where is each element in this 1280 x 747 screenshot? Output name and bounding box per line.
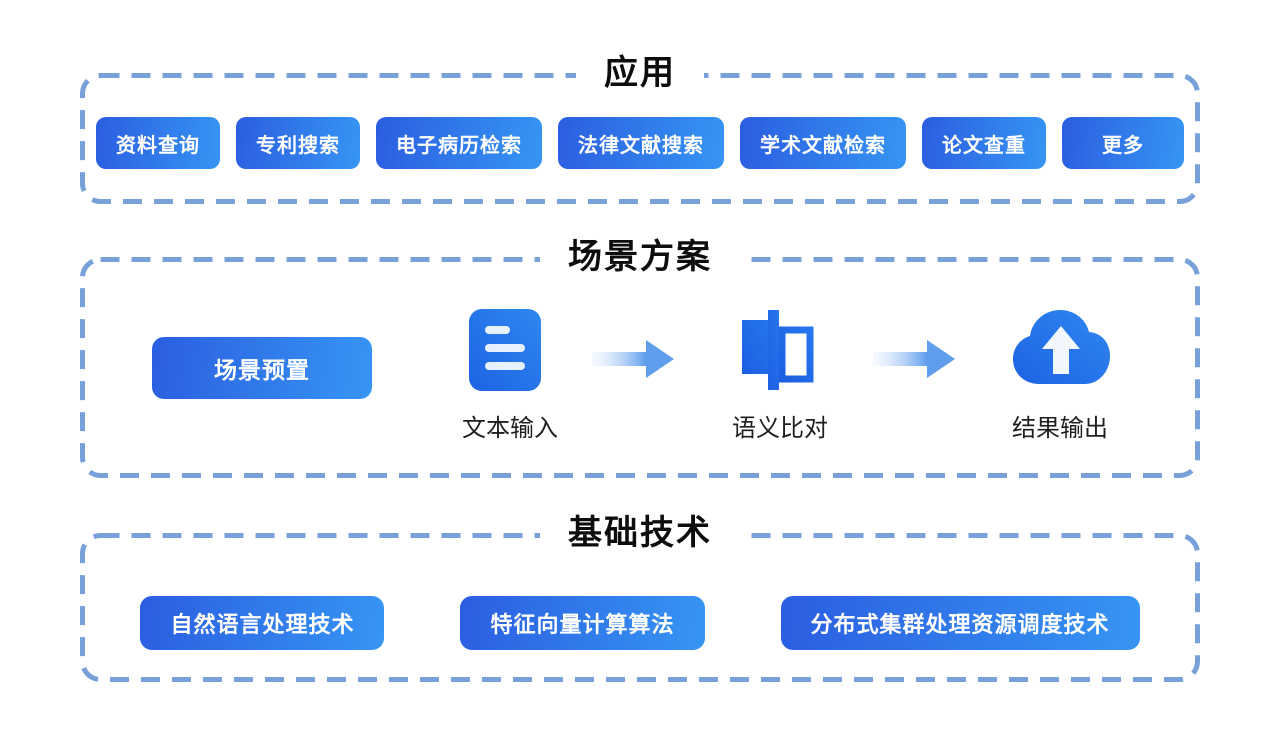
cloud-upload-icon [1013,310,1110,384]
tech-button-feature-vector[interactable]: 特征向量计算算法 [460,596,705,650]
step-label-result-output: 结果输出 [1012,415,1108,442]
section-technology: 基础技术 自然语言处理技术 特征向量计算算法 分布式集群处理资源调度技术 [80,510,1200,682]
app-button-academic-doc-retrieval[interactable]: 学术文献检索 [740,117,906,169]
step-label-text-input: 文本输入 [462,415,558,442]
app-button-legal-doc-search[interactable]: 法律文献搜索 [558,117,724,169]
flow-arrow-icon [873,340,955,378]
scene-preset-button[interactable]: 场景预置 [152,337,372,399]
section-title-scenario: 场景方案 [540,234,740,280]
technology-buttons-row: 自然语言处理技术 特征向量计算算法 分布式集群处理资源调度技术 [80,596,1200,650]
step-label-semantic-compare: 语义比对 [732,415,828,442]
section-application: 应用 资料查询 专利搜索 电子病历检索 法律文献搜索 学术文献检索 论文查重 更… [80,50,1200,204]
app-button-more[interactable]: 更多 [1062,117,1184,169]
app-button-emr-retrieval[interactable]: 电子病历检索 [376,117,542,169]
application-buttons-row: 资料查询 专利搜索 电子病历检索 法律文献搜索 学术文献检索 论文查重 更多 [80,117,1200,169]
section-scenario: 场景方案 场景预置 [80,234,1200,478]
app-button-patent-search[interactable]: 专利搜索 [236,117,360,169]
app-button-data-query[interactable]: 资料查询 [96,117,220,169]
app-button-plagiarism-check[interactable]: 论文查重 [922,117,1046,169]
document-text-icon [469,309,541,391]
flow-arrow-icon [592,340,674,378]
section-title-application: 应用 [576,50,704,96]
tech-button-distributed-cluster[interactable]: 分布式集群处理资源调度技术 [780,596,1140,650]
tech-button-nlp[interactable]: 自然语言处理技术 [140,596,385,650]
section-title-technology: 基础技术 [540,510,740,556]
semantic-compare-icon [742,310,814,390]
